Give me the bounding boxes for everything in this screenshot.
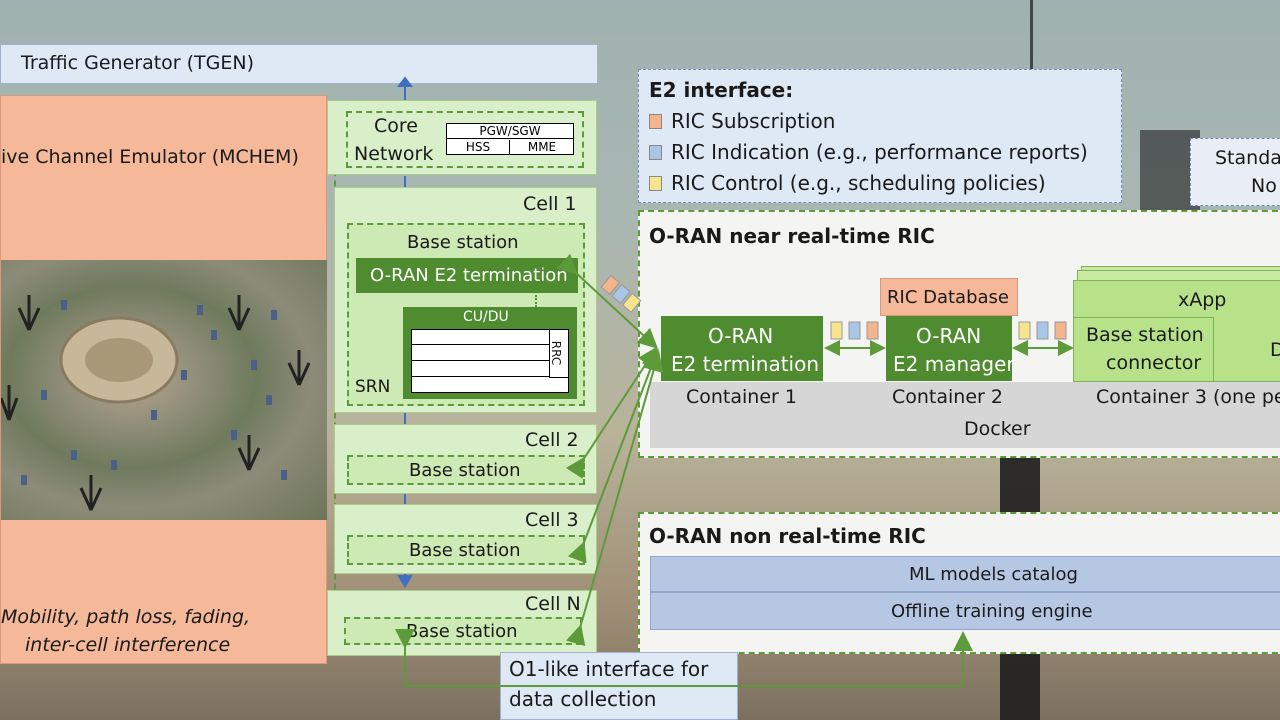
cell3-panel: Cell 3 Base station (334, 504, 597, 574)
bs-connector-box: Base station connector (1074, 317, 1214, 381)
o1-interface-box: O1-like interface for data collection (500, 652, 738, 720)
cell1-base-station-box: Base station O-RAN E2 termination SRN CU… (347, 223, 585, 406)
legend-control-swatch (649, 176, 662, 191)
rrc-cell: RRC (549, 330, 568, 378)
celln-base-station-box: Base station (344, 617, 582, 645)
ric-database-label: RIC Database (887, 287, 1009, 308)
user-device-icons (21, 300, 287, 485)
cudu-label: CU/DU (463, 309, 509, 325)
pgw-sgw-cell: PGW/SGW (447, 124, 573, 139)
rlc-row: RLC (412, 346, 549, 361)
cell2-label: Cell 2 (525, 429, 579, 451)
e2-legend-box: E2 interface: RIC Subscription RIC Indic… (638, 69, 1122, 203)
bs-connector-line1: Base station (1086, 324, 1204, 346)
docker-label: Docker (964, 418, 1031, 440)
cell1-e2-termination-label: O-RAN E2 termination (370, 265, 568, 286)
city-map-svg (1, 295, 311, 511)
celln-base-station-label: Base station (406, 621, 518, 642)
legend-control-label: RIC Control (e.g., scheduling policies) (671, 171, 1046, 195)
o1-line2: data collection (509, 687, 657, 711)
container1-label: Container 1 (686, 386, 797, 408)
cell1-panel: Cell 1 Base station O-RAN E2 termination… (334, 187, 597, 413)
cell1-dotted-link (535, 295, 537, 307)
offline-training-label: Offline training engine (891, 601, 1093, 622)
partial-box: Standa No (1190, 138, 1280, 206)
cell2-panel: Cell 2 Base station (334, 424, 597, 494)
celln-label: Cell N (525, 593, 581, 615)
message-squares-1 (830, 321, 879, 340)
rrc-label: RRC (549, 340, 564, 366)
ric-e2-manager: O-RAN E2 manager (886, 316, 1015, 381)
cell1-base-station-label: Base station (407, 232, 519, 253)
legend-subscription-label: RIC Subscription (671, 109, 836, 133)
ric-database: RIC Database (880, 278, 1018, 316)
celln-panel: Cell N Base station (327, 590, 597, 656)
legend-subscription-swatch (649, 114, 662, 129)
offline-training-box: Offline training engine (650, 592, 1280, 630)
ric-e2-termination: O-RAN E2 termination (661, 316, 823, 381)
ml-catalog-box: ML models catalog (650, 556, 1280, 592)
e2-internal-arrows (824, 321, 1074, 356)
core-label-line1: Core (374, 115, 418, 137)
cell2-base-station-box: Base station (347, 455, 585, 485)
core-network-box: Core Network PGW/SGW HSS MME (346, 111, 584, 168)
tgen-bar: Traffic Generator (TGEN) (0, 44, 598, 84)
e2-legend-title: E2 interface: (649, 78, 794, 102)
pdcp-row: PDCP (412, 330, 549, 345)
partial-box-line1: Standa (1215, 147, 1280, 169)
o1-line1: O1-like interface for (509, 657, 709, 681)
ric-e2-manager-line1: O-RAN (916, 324, 982, 348)
partial-box-line2: No (1251, 175, 1277, 197)
container3-label: Container 3 (one pe (1096, 386, 1280, 408)
core-network-panel: Core Network PGW/SGW HSS MME (327, 100, 597, 175)
mchem-title: ive Channel Emulator (MCHEM) (1, 146, 299, 168)
mac-row: MAC (412, 362, 549, 377)
docker-bar: Docker Container 1 Container 2 Container… (650, 382, 1280, 448)
mchem-caption-line2: inter-cell interference (25, 634, 231, 656)
non-rt-ric-title: O-RAN non real-time RIC (649, 524, 926, 548)
ric-e2-manager-line2: E2 manager (893, 352, 1015, 376)
background-antenna-silhouette (1030, 0, 1033, 130)
tgen-label: Traffic Generator (TGEN) (21, 52, 255, 74)
cell3-base-station-box: Base station (347, 535, 585, 565)
colosseum-inner (85, 338, 153, 382)
legend-indication-label: RIC Indication (e.g., performance report… (671, 140, 1088, 164)
mme-cell: MME (527, 140, 557, 154)
non-rt-ric-panel: O-RAN non real-time RIC ML models catalo… (638, 512, 1280, 654)
bs-connector-line2: connector (1106, 352, 1202, 374)
legend-indication-swatch (649, 145, 662, 160)
city-map-image (1, 260, 327, 520)
xapp-box: xApp Base station connector DR (1073, 280, 1280, 382)
dr-label: DR (1270, 339, 1280, 361)
cell3-base-station-label: Base station (409, 540, 521, 561)
ric-e2-termination-line1: O-RAN (708, 324, 774, 348)
tower-icon (1, 295, 311, 511)
cell3-label: Cell 3 (525, 509, 579, 531)
phy-row: PHY (467, 378, 494, 393)
mchem-panel: ive Channel Emulator (MCHEM) (0, 95, 327, 664)
core-label-line2: Network (354, 143, 434, 165)
cudu-block: CU/DU PDCP RLC MAC PHY RRC (403, 307, 577, 399)
core-components-table: PGW/SGW HSS MME (446, 123, 574, 155)
protocol-stack: PDCP RLC MAC PHY RRC (411, 329, 569, 393)
cell1-e2-termination: O-RAN E2 termination (356, 258, 578, 293)
xapp-label: xApp (1178, 289, 1227, 311)
message-squares-2 (1018, 321, 1067, 340)
near-rt-ric-title: O-RAN near real-time RIC (649, 224, 935, 248)
cell1-label: Cell 1 (523, 193, 577, 215)
ml-catalog-label: ML models catalog (909, 564, 1078, 585)
mchem-caption-line1: Mobility, path loss, fading, (1, 606, 251, 628)
container2-label: Container 2 (892, 386, 1003, 408)
cell1-message-squares (600, 274, 642, 313)
hss-cell: HSS (447, 140, 510, 155)
cell2-base-station-label: Base station (409, 460, 521, 481)
near-rt-ric-panel: O-RAN near real-time RIC Docker Containe… (638, 210, 1280, 458)
vertical-links (397, 76, 413, 588)
srn-label: SRN (355, 377, 391, 397)
ric-e2-termination-line2: E2 termination (671, 352, 820, 376)
